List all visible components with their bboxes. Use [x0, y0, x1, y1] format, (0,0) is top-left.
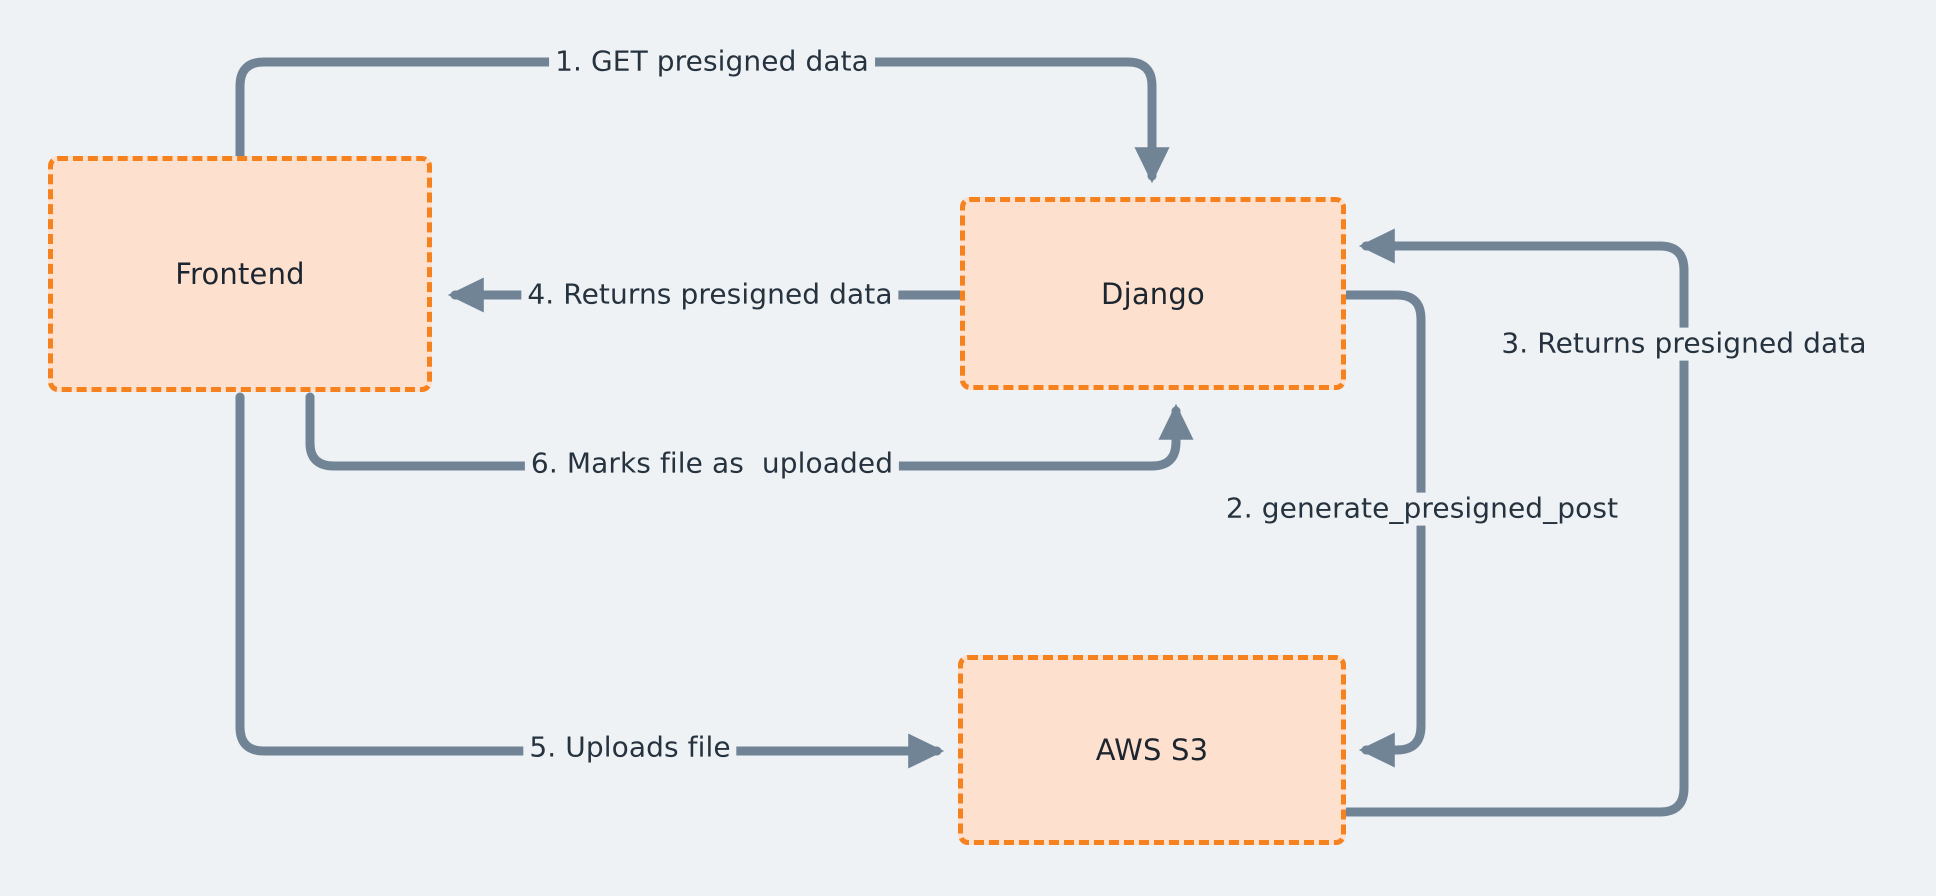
edge-2-label: 2. generate_presigned_post: [1219, 492, 1625, 526]
edge-5-label: 5. Uploads file: [523, 731, 737, 765]
edge-3-returns-presigned-data: [1340, 228, 1689, 817]
edge-1-label: 1. GET presigned data: [549, 45, 875, 79]
edge-5-uploads-file: [235, 392, 945, 769]
node-django-label: Django: [1101, 276, 1205, 311]
edge-6-label: 6. Marks file as uploaded: [524, 447, 900, 481]
node-frontend-label: Frontend: [175, 257, 305, 291]
edge-4-label: 4. Returns presigned data: [521, 278, 899, 312]
node-frontend[interactable]: Frontend: [48, 156, 432, 392]
edge-3-label: 3. Returns presigned data: [1495, 327, 1873, 361]
node-aws-s3-label: AWS S3: [1095, 733, 1209, 767]
node-django[interactable]: Django: [960, 197, 1346, 390]
node-aws-s3[interactable]: AWS S3: [958, 655, 1346, 845]
